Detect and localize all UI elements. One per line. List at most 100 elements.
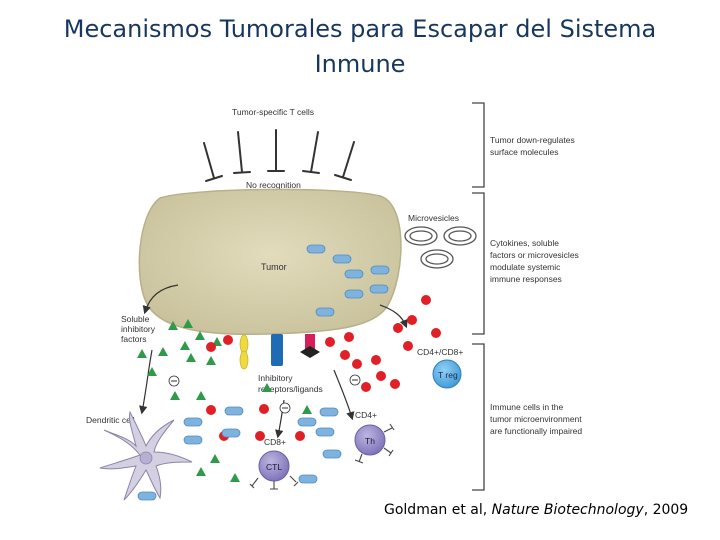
citation-year: , 2009 (643, 502, 689, 518)
red-dot (325, 337, 335, 347)
green-triangle (147, 367, 157, 376)
vesicle (298, 474, 318, 484)
cd4-label: CD4+ (355, 410, 377, 420)
red-dot (295, 431, 305, 441)
red-dot (403, 341, 413, 351)
red-dot (206, 405, 216, 415)
green-triangle (230, 473, 240, 482)
vesicle (221, 428, 241, 438)
red-dot (431, 328, 441, 338)
vesicle (306, 244, 326, 254)
th-label: Th (365, 436, 375, 446)
soluble-label-3: factors (121, 334, 147, 344)
citation: Goldman et al, Nature Biotechnology, 200… (384, 502, 688, 518)
yellow-receptor (239, 334, 249, 354)
green-triangle (137, 349, 147, 358)
no-recognition-label: No recognition (246, 180, 301, 190)
green-triangle (180, 341, 190, 350)
soluble-factors (137, 319, 312, 482)
vesicle (369, 284, 389, 294)
vesicle (370, 265, 390, 275)
red-dot (390, 379, 400, 389)
red-dot (223, 335, 233, 345)
bracket2-text-3: modulate systemic (490, 262, 561, 272)
green-triangle (158, 347, 168, 356)
vesicle (322, 449, 342, 459)
red-dot (393, 323, 403, 333)
bracket1-text-2: surface molecules (490, 147, 559, 157)
tcell-receptors (203, 129, 355, 182)
inhibitory-label-1: Inhibitory (258, 373, 293, 383)
green-triangle (170, 391, 180, 400)
red-dot (376, 371, 386, 381)
vesicle (137, 491, 157, 501)
ctl-label: CTL (266, 462, 282, 472)
microvesicles (404, 226, 477, 269)
tcell-receptor (334, 141, 355, 181)
tcell-receptor (233, 131, 251, 174)
green-triangle (210, 454, 220, 463)
bracket2-text-2: factors or microvesicles (490, 250, 579, 260)
slide-title-line-1: Mecanismos Tumorales para Escapar del Si… (63, 15, 657, 43)
bracket2-text-1: Cytokines, soluble (490, 238, 559, 248)
dendritic-nucleus (139, 451, 153, 465)
yellow-receptor (239, 350, 249, 370)
vesicle (344, 269, 364, 279)
citation-journal: Nature Biotechnology (491, 502, 644, 518)
red-dot (344, 332, 354, 342)
soluble-label-1: Soluble (121, 314, 150, 324)
bracket2-text-4: immune responses (490, 274, 562, 284)
cytokines (206, 295, 441, 441)
tumor-cell (138, 188, 402, 336)
bracket3-text-3: are functionally impaired (490, 426, 582, 436)
tcell-receptor (267, 129, 285, 172)
treg-label: T reg (438, 370, 458, 380)
arrow-to-right (379, 304, 408, 329)
green-triangle (206, 356, 216, 365)
brackets (472, 102, 485, 491)
green-triangle (186, 353, 196, 362)
red-dot (421, 295, 431, 305)
vesicle (315, 427, 335, 437)
green-triangle (302, 405, 312, 414)
red-dot (340, 350, 350, 360)
microvesicle (420, 249, 454, 269)
vesicle (183, 435, 203, 445)
green-triangle (195, 331, 205, 340)
vesicle (332, 254, 352, 264)
bracket-microenvironment (472, 343, 485, 491)
red-dot (352, 359, 362, 369)
soluble-label-2: inhibitory (121, 324, 156, 334)
red-dot (206, 342, 216, 352)
green-triangle (183, 319, 193, 328)
microvesicle (404, 226, 438, 246)
bracket3-text-2: tumor microenvironment (490, 414, 582, 424)
vesicle (344, 289, 364, 299)
green-triangle (196, 391, 206, 400)
red-dot (371, 355, 381, 365)
red-dot (255, 431, 265, 441)
extracellular-vesicles (137, 406, 342, 501)
green-triangle (262, 383, 272, 392)
arrow-to-dendritic (139, 349, 153, 415)
red-receptor (305, 334, 315, 350)
inhibitory-receptors (239, 334, 320, 370)
slide-title-line-2: Inmune (314, 50, 406, 78)
red-dot (259, 404, 269, 414)
slide-title: Mecanismos Tumorales para Escapar del Si… (0, 12, 720, 82)
blue-receptor (271, 334, 283, 366)
green-triangle (196, 467, 206, 476)
vesicle (315, 307, 335, 317)
th-cell (354, 424, 386, 456)
tcell-receptor (302, 131, 320, 174)
green-triangle (168, 321, 178, 330)
bracket-surface (472, 102, 485, 188)
bracket-systemic (472, 192, 485, 335)
bracket1-text-1: Tumor down-regulates (490, 135, 575, 145)
tcell-receptor (203, 142, 223, 182)
red-dot (407, 315, 417, 325)
dendritic-label: Dendritic cell (86, 415, 135, 425)
treg-cell (432, 359, 462, 389)
cd8-label: CD8+ (264, 437, 286, 447)
vesicle (319, 407, 339, 417)
